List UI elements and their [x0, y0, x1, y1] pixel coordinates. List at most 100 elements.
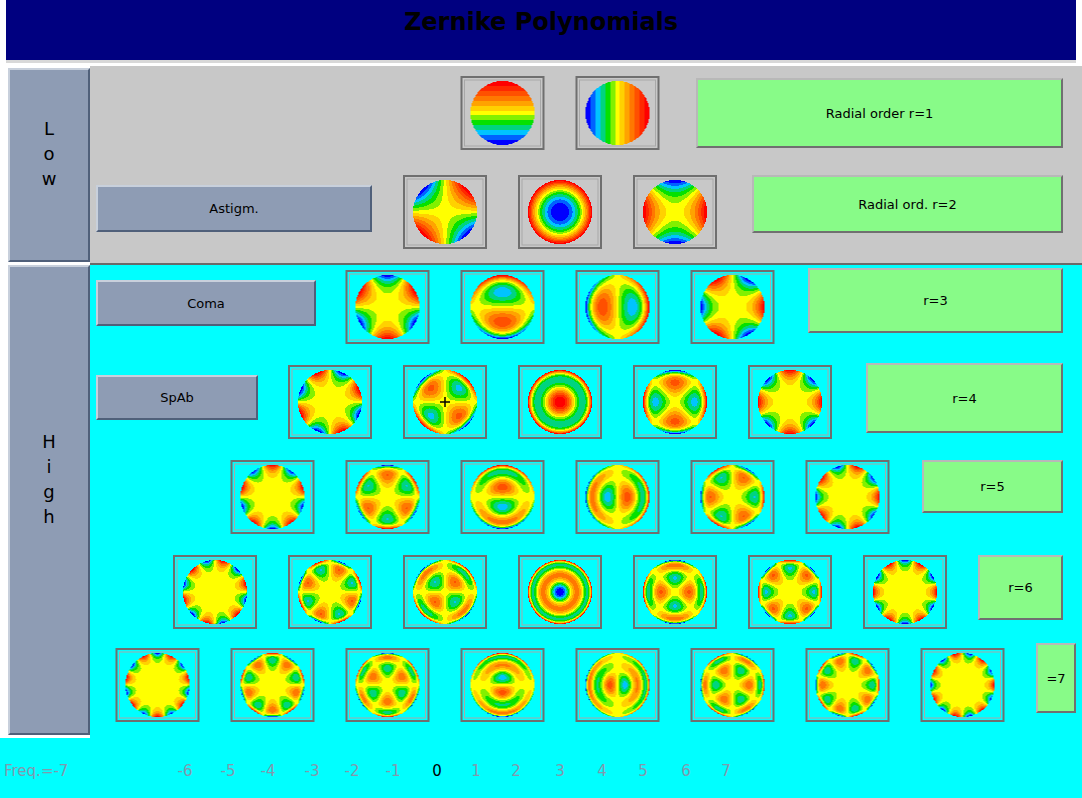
- zernike-map: [356, 465, 420, 529]
- zernike-map: [643, 370, 707, 434]
- zernike-map: [873, 560, 937, 624]
- zernike-map: [298, 560, 362, 624]
- icon-frame-inner: [580, 652, 656, 718]
- icon-frame-inner: [465, 274, 541, 340]
- icon-frame-inner: [522, 369, 598, 435]
- icon-frame-inner: [235, 464, 311, 530]
- icon-frame: [347, 461, 429, 533]
- zernike-map: [586, 81, 650, 145]
- icon-frame-inner: [120, 652, 196, 718]
- icon-frame: [577, 649, 659, 721]
- order-box: r=3: [808, 268, 1063, 333]
- zernike-icon: [807, 649, 889, 721]
- icon-frame-inner: [407, 559, 483, 625]
- icon-frame-inner: [867, 559, 943, 625]
- frequency-label: Freq.=-7: [4, 762, 68, 780]
- icon-frame-inner: [810, 652, 886, 718]
- zernike-icon: [577, 461, 659, 533]
- zernike-map: [758, 370, 822, 434]
- frequency-label: 3: [555, 762, 565, 780]
- zernike-map: [471, 653, 535, 717]
- icon-frame: [289, 556, 371, 628]
- zernike-map: [471, 81, 535, 145]
- box-label: r=4: [952, 391, 977, 406]
- icon-frame-inner: [637, 559, 713, 625]
- icon-frame: [519, 556, 601, 628]
- zernike-map: [528, 370, 592, 434]
- zernike-icon: [634, 556, 716, 628]
- frequency-strip: [0, 738, 1082, 798]
- box-label: r=6: [1008, 580, 1033, 595]
- box-label: =7: [1046, 671, 1065, 686]
- group-button: Coma: [96, 280, 316, 326]
- icon-frame: [749, 366, 831, 438]
- group-button: Astigm.: [96, 185, 372, 232]
- box-label: SpAb: [160, 390, 194, 405]
- zernike-icon: [404, 366, 486, 438]
- icon-frame-inner: [177, 559, 253, 625]
- icon-frame: [347, 649, 429, 721]
- icon-frame: [462, 649, 544, 721]
- zernike-icon: [462, 77, 544, 149]
- zernike-map: [701, 275, 765, 339]
- zernike-icon: [519, 176, 601, 248]
- zernike-map: [758, 560, 822, 624]
- zernike-map: [586, 465, 650, 529]
- zernike-map: [471, 275, 535, 339]
- zernike-map: [528, 180, 592, 244]
- cursor-cross: [440, 397, 450, 407]
- zernike-map: [528, 560, 592, 624]
- zernike-icon: [289, 556, 371, 628]
- icon-frame-inner: [752, 369, 828, 435]
- icon-frame: [519, 176, 601, 248]
- zernike-icon: [519, 556, 601, 628]
- frequency-label: -3: [305, 762, 320, 780]
- frequency-label: -2: [345, 762, 360, 780]
- frequency-label: 1: [471, 762, 481, 780]
- icon-frame-inner: [752, 559, 828, 625]
- icon-frame-inner: [580, 464, 656, 530]
- zernike-map: [298, 370, 362, 434]
- zernike-icon: [749, 366, 831, 438]
- icon-frame: [692, 271, 774, 343]
- icon-frame: [232, 649, 314, 721]
- zernike-icon: [807, 461, 889, 533]
- zernike-map: [701, 653, 765, 717]
- zernike-map: [471, 465, 535, 529]
- icon-frame: [807, 461, 889, 533]
- icon-frame-inner: [465, 464, 541, 530]
- group-button: SpAb: [96, 375, 258, 420]
- zernike-icon: [692, 461, 774, 533]
- order-box: r=5: [922, 460, 1063, 513]
- order-box: Radial order r=1: [696, 78, 1063, 148]
- icon-frame-inner: [350, 652, 426, 718]
- region-tab: L o w: [8, 68, 90, 262]
- zernike-map: [643, 560, 707, 624]
- title-text: Zernike Polynomials: [6, 0, 1076, 44]
- icon-frame: [634, 556, 716, 628]
- icon-frame: [404, 366, 486, 438]
- region-label: L o w: [40, 116, 58, 191]
- zernike-icon: [404, 556, 486, 628]
- zernike-map: [241, 653, 305, 717]
- zernike-icon: [289, 366, 371, 438]
- zernike-map: [413, 560, 477, 624]
- high-region: [90, 265, 1082, 798]
- icon-frame: [634, 176, 716, 248]
- icon-frame: [634, 366, 716, 438]
- frequency-label: -1: [386, 762, 401, 780]
- frequency-label: 4: [597, 762, 607, 780]
- frequency-label: 5: [638, 762, 648, 780]
- icon-frame: [232, 461, 314, 533]
- zernike-map: [356, 275, 420, 339]
- zernike-map: [241, 465, 305, 529]
- zernike-icon: [519, 366, 601, 438]
- frequency-label: -6: [178, 762, 193, 780]
- zernike-map: [816, 465, 880, 529]
- icon-frame-inner: [465, 80, 541, 146]
- zernike-icon: [634, 366, 716, 438]
- icon-frame-inner: [522, 559, 598, 625]
- zernike-map: [126, 653, 190, 717]
